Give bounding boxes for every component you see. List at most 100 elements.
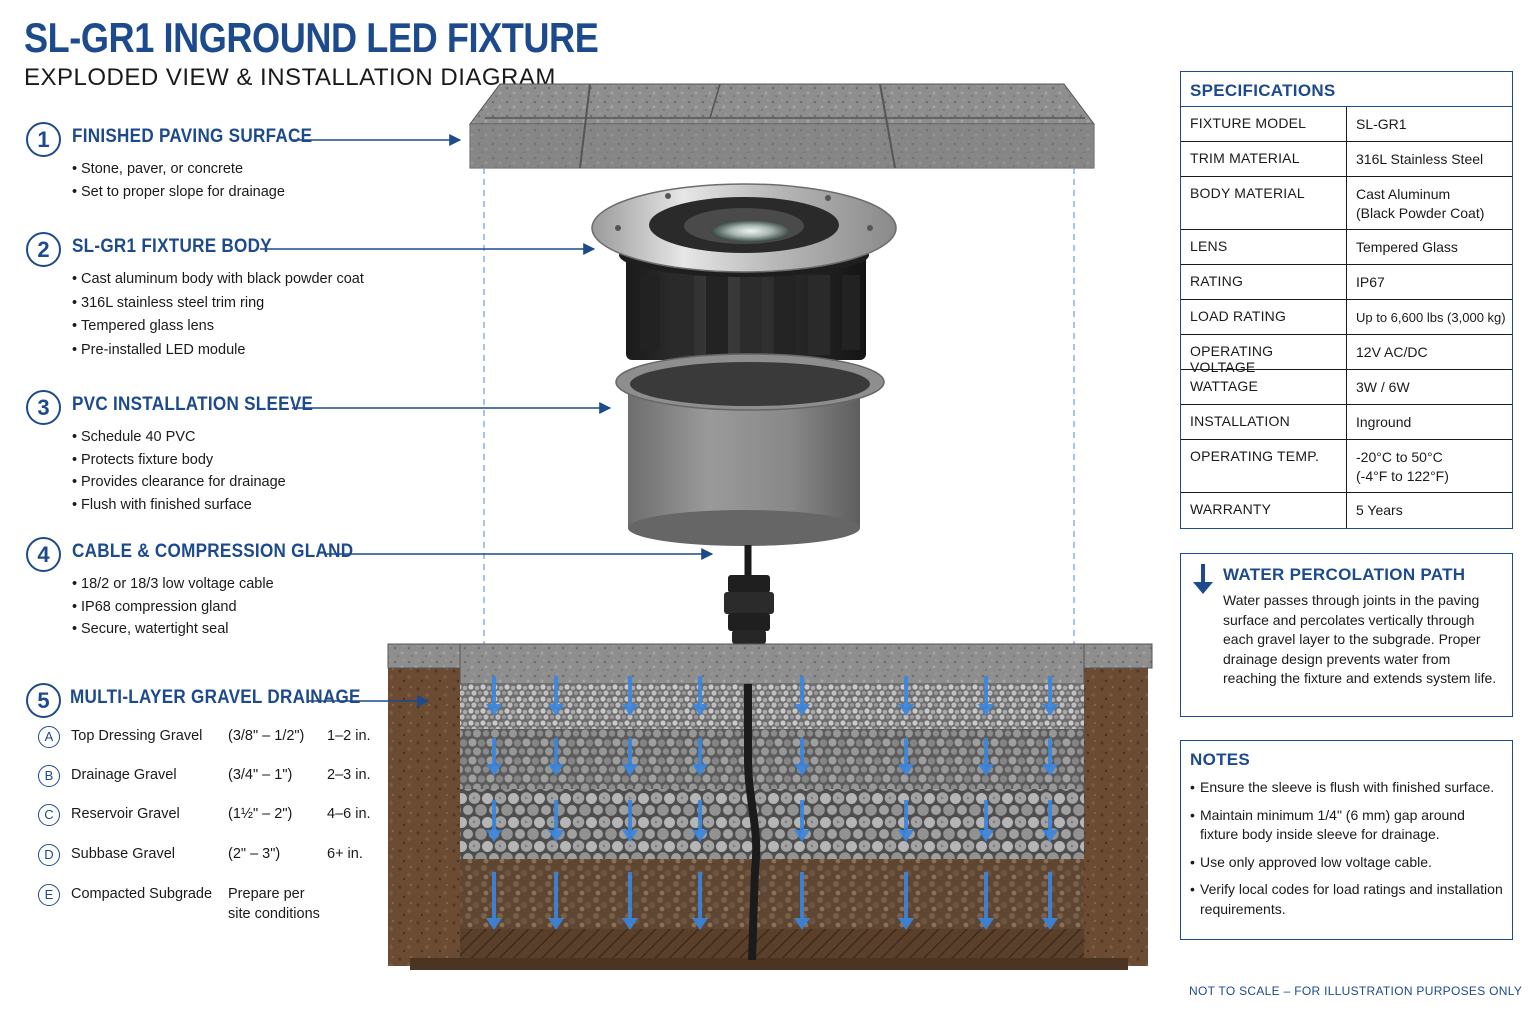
callout-number: 5 — [26, 683, 61, 718]
spec-key: BODY MATERIAL — [1181, 177, 1347, 229]
spec-value-line2: (-4°F to 122°F) — [1356, 468, 1449, 484]
water-arrow-head — [978, 704, 994, 716]
spec-key: LENS — [1181, 230, 1347, 264]
callout-number: 2 — [26, 232, 61, 267]
layer-letter: C — [38, 804, 60, 826]
water-arrow-head — [794, 830, 810, 842]
spec-row: OPERATING VOLTAGE 12V AC/DC — [1181, 335, 1512, 375]
spec-key: WARRANTY — [1181, 493, 1347, 528]
callout-bullet: Flush with finished surface — [72, 494, 286, 517]
water-arrow-head — [692, 918, 708, 930]
spec-key: RATING — [1181, 265, 1347, 299]
layer-depth: 1–2 in. — [327, 728, 371, 744]
spec-row: OPERATING TEMP. -20°C to 50°C (-4°F to 1… — [1181, 440, 1512, 493]
spec-key: WATTAGE — [1181, 370, 1347, 404]
layer-name: Subbase Gravel — [71, 846, 175, 862]
water-arrow-head — [622, 830, 638, 842]
spec-value: 316L Stainless Steel — [1356, 151, 1484, 167]
spec-key: LOAD RATING — [1181, 300, 1347, 334]
water-arrow-head — [898, 830, 914, 842]
layer-size-line2: site conditions — [228, 906, 320, 922]
note-item: Maintain minimum 1/4" (6 mm) gap around … — [1190, 806, 1506, 845]
water-arrow-head — [486, 764, 502, 776]
water-arrow-head — [548, 918, 564, 930]
callout-bullet: Cast aluminum body with black powder coa… — [72, 268, 364, 292]
notes-panel: NOTES Ensure the sleeve is flush with fi… — [1180, 740, 1513, 940]
water-arrow-head — [486, 830, 502, 842]
water-arrow-head — [794, 764, 810, 776]
callout-bullet: Schedule 40 PVC — [72, 426, 286, 449]
note-item: Use only approved low voltage cable. — [1190, 853, 1506, 873]
callout-number: 1 — [26, 122, 61, 157]
pvc-sleeve-illustration — [615, 353, 885, 546]
spec-value: Up to 6,600 lbs (3,000 kg) — [1356, 310, 1506, 325]
spec-value: Inground — [1356, 414, 1412, 430]
water-arrow-head — [978, 918, 994, 930]
callout-title: MULTI-LAYER GRAVEL DRAINAGE — [70, 687, 361, 708]
callout-bullet: Protects fixture body — [72, 449, 286, 472]
specifications-table: SPECIFICATIONS FIXTURE MODEL SL-GR1 TRIM… — [1180, 71, 1513, 529]
water-arrow-head — [548, 764, 564, 776]
spec-value: -20°C to 50°C — [1356, 449, 1443, 465]
water-arrow-head — [794, 918, 810, 930]
callout-bullet: Provides clearance for drainage — [72, 471, 286, 494]
water-arrow-head — [794, 704, 810, 716]
layer-letter: B — [38, 765, 60, 787]
water-percolation-panel: WATER PERCOLATION PATH Water passes thro… — [1180, 553, 1513, 717]
layer-depth: 2–3 in. — [327, 767, 371, 783]
layer-depth: 4–6 in. — [327, 806, 371, 822]
water-panel-text: Water passes through joints in the pavin… — [1223, 592, 1497, 686]
layer-size: (3/4" – 1") — [228, 767, 293, 783]
callout-number: 4 — [26, 537, 61, 572]
water-panel-title: WATER PERCOLATION PATH — [1223, 565, 1466, 584]
callout-bullet: Pre-installed LED module — [72, 339, 364, 363]
callout-title: PVC INSTALLATION SLEEVE — [72, 394, 314, 415]
spec-row: WARRANTY 5 Years — [1181, 493, 1512, 528]
callout-title: SL-GR1 FIXTURE BODY — [72, 236, 272, 257]
layer-name: Top Dressing Gravel — [71, 728, 203, 744]
page-subtitle: EXPLODED VIEW & INSTALLATION DIAGRAM — [24, 64, 556, 91]
water-arrow-head — [898, 764, 914, 776]
callout-bullet: 316L stainless steel trim ring — [72, 292, 364, 316]
water-arrow-head — [622, 764, 638, 776]
spec-row: LOAD RATING Up to 6,600 lbs (3,000 kg) — [1181, 300, 1512, 335]
paving-surface-illustration — [469, 83, 1095, 169]
layer-size: (1½" – 2") — [228, 806, 293, 822]
specifications-title: SPECIFICATIONS — [1181, 72, 1512, 107]
spec-value-line2: (Black Powder Coat) — [1356, 205, 1485, 221]
page-title: SL-GR1 INGROUND LED FIXTURE — [24, 14, 599, 61]
footer-disclaimer: NOT TO SCALE – FOR ILLUSTRATION PURPOSES… — [1189, 984, 1523, 998]
callout-leader-lines — [260, 134, 714, 707]
water-arrow-head — [1042, 764, 1058, 776]
water-arrow-head — [1042, 918, 1058, 930]
callout-title: FINISHED PAVING SURFACE — [72, 126, 313, 147]
layer-size: (2" – 3") — [228, 846, 281, 862]
layer-name: Reservoir Gravel — [71, 806, 180, 822]
spec-value: Cast Aluminum — [1356, 186, 1451, 202]
layer-name: Compacted Subgrade — [71, 886, 213, 902]
layer-name: Drainage Gravel — [71, 767, 177, 783]
layer-letter: A — [38, 726, 60, 748]
water-arrow-head — [1042, 830, 1058, 842]
arrow-down-icon — [1193, 564, 1213, 594]
layer-depth: 6+ in. — [327, 846, 363, 862]
water-arrow-head — [692, 704, 708, 716]
callout-bullet: IP68 compression gland — [72, 596, 274, 619]
spec-value: Tempered Glass — [1356, 239, 1458, 255]
fixture-body-illustration — [591, 183, 897, 360]
spec-row: INSTALLATION Inground — [1181, 405, 1512, 440]
spec-row: RATING IP67 — [1181, 265, 1512, 300]
spec-key: FIXTURE MODEL — [1181, 107, 1347, 141]
water-arrow-head — [978, 830, 994, 842]
water-arrow-head — [692, 830, 708, 842]
spec-row: LENS Tempered Glass — [1181, 230, 1512, 265]
water-arrow-head — [486, 704, 502, 716]
ground-cross-section-illustration — [387, 643, 1153, 970]
water-arrow-head — [622, 918, 638, 930]
water-arrow-head — [692, 764, 708, 776]
water-arrow-head — [548, 830, 564, 842]
callout-bullet: Stone, paver, or concrete — [72, 158, 285, 181]
layer-size: (3/8" – 1/2") — [228, 728, 305, 744]
spec-value: 12V AC/DC — [1356, 344, 1428, 360]
